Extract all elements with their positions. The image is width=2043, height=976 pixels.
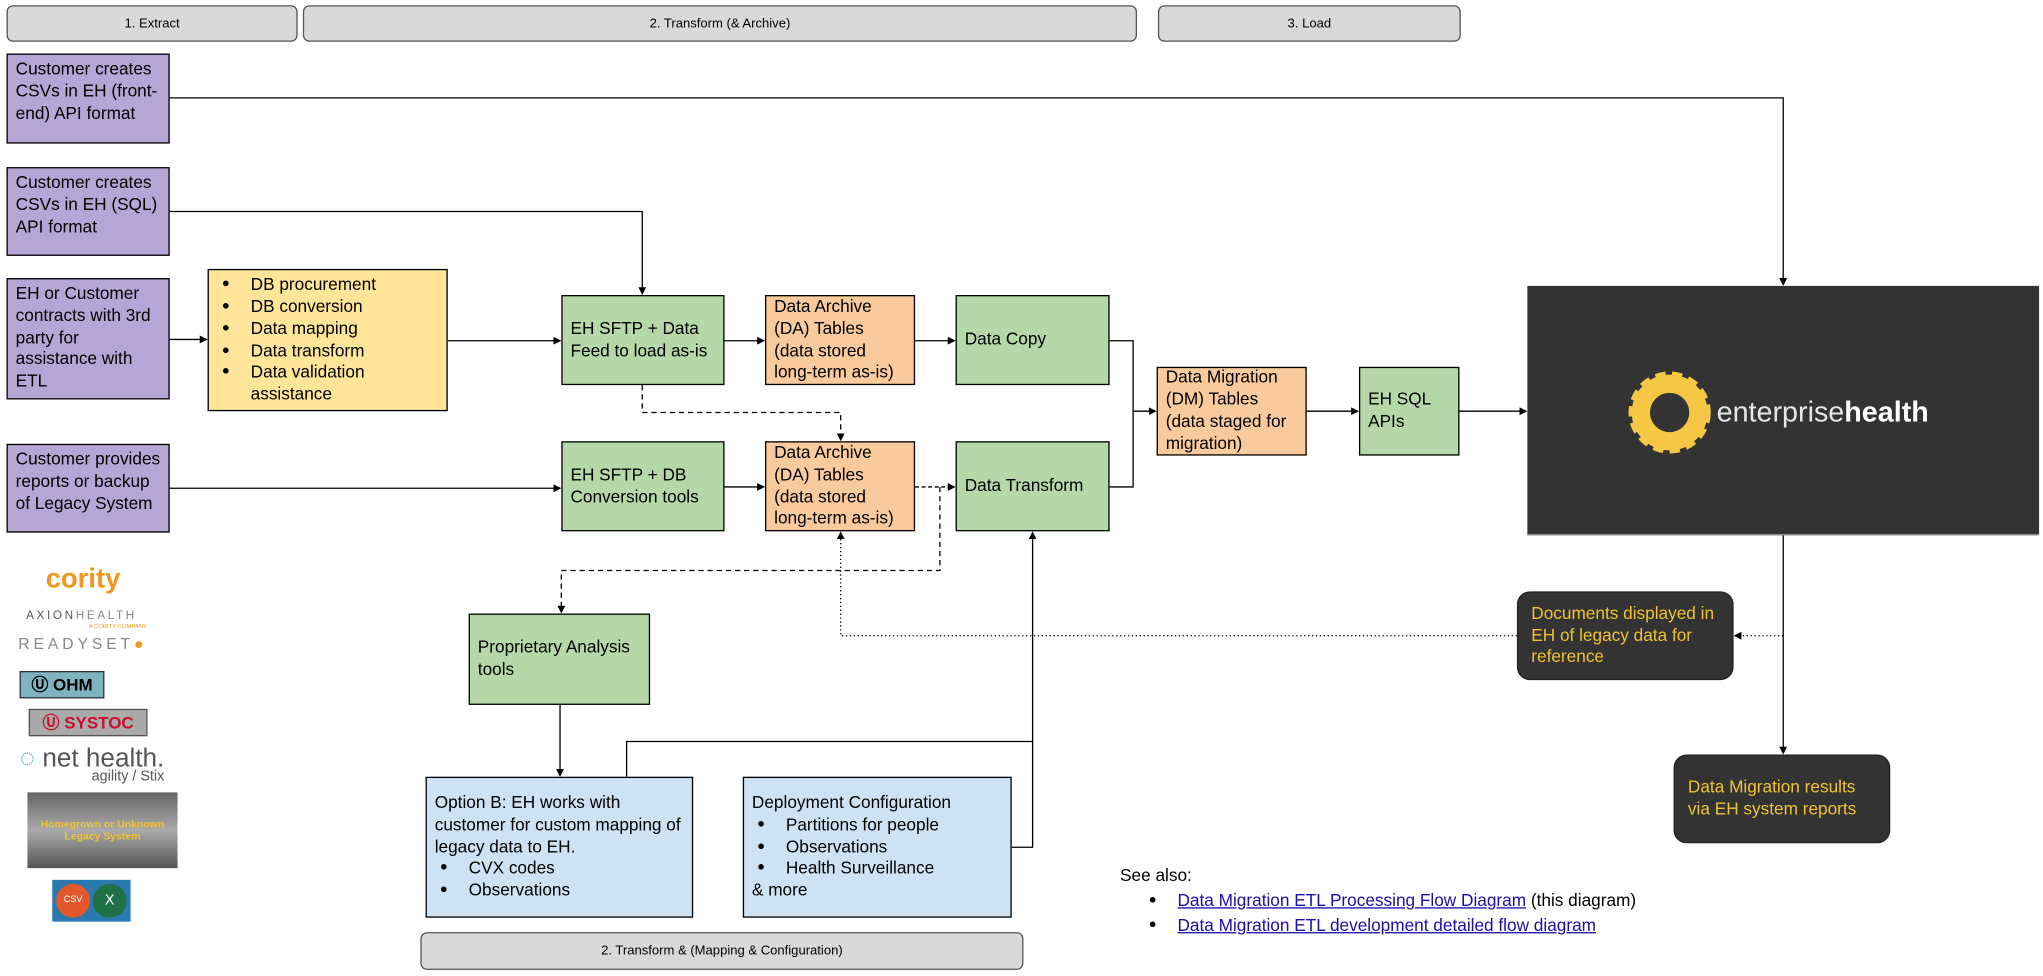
dm-tables: Data Migration (DM) Tables (data staged … (1156, 366, 1307, 456)
deployment-configuration: Deployment Configuration Partitions for … (742, 776, 1012, 918)
ohm-logo: Ⓤ OHM (19, 670, 105, 699)
da-tables-2: Data Archive (DA) Tables (data stored lo… (764, 441, 916, 532)
arrow (1109, 411, 1134, 488)
source-frontend-csv: Customer creates CSVs in EH (front-end) … (6, 53, 170, 144)
da-tables-1: Data Archive (DA) Tables (data stored lo… (764, 295, 916, 386)
enterprise-health-logo-panel: enterprisehealth (1527, 285, 2040, 536)
data-copy: Data Copy (955, 295, 1110, 386)
arrow (641, 385, 845, 442)
phase-transform-mapping: 2. Transform & (Mapping & Configuration) (420, 932, 1024, 970)
source-third-party: EH or Customer contracts with 3rd party … (6, 278, 170, 400)
phase-load: 3. Load (1157, 5, 1461, 42)
axionhealth-logo: AXIONHEALTH (26, 608, 137, 622)
arrow (836, 531, 1517, 637)
sftp-data-feed: EH SFTP + Data Feed to load as-is (561, 295, 725, 386)
cority-logo: cority (45, 563, 121, 594)
sftp-db-conversion: EH SFTP + DB Conversion tools (561, 441, 725, 532)
csv-excel-icon: CSV X (52, 879, 131, 922)
proprietary-analysis-tools: Proprietary Analysis tools (468, 613, 651, 705)
enterprise-health-logo: enterprisehealth (1628, 371, 1929, 454)
third-party-services: DB procurement DB conversion Data mappin… (207, 268, 448, 412)
migration-results: Data Migration results via EH system rep… (1673, 754, 1891, 844)
option-b-mapping: Option B: EH works with customer for cus… (425, 776, 694, 918)
source-legacy-backup: Customer provides reports or backup of L… (6, 443, 170, 533)
arrow (169, 210, 647, 296)
documents-displayed: Documents displayed in EH of legacy data… (1516, 591, 1734, 681)
arrow (169, 97, 1788, 286)
arrow (557, 486, 941, 614)
arrow (1011, 741, 1034, 848)
net-health-logo: ◌ net health.agility / Stix (19, 744, 165, 785)
data-transform: Data Transform (955, 441, 1110, 532)
phase-transform-archive: 2. Transform (& Archive) (302, 5, 1138, 42)
svg-text:enterprisehealth: enterprisehealth (1717, 397, 1929, 429)
see-also-item: Data Migration ETL Processing Flow Diagr… (1149, 888, 1636, 913)
processing-flow-link[interactable]: Data Migration ETL Processing Flow Diagr… (1177, 890, 1527, 910)
development-flow-link[interactable]: Data Migration ETL development detailed … (1177, 915, 1596, 935)
systoc-logo: Ⓤ SYSTOC (28, 708, 148, 737)
axionhealth-tagline: A CORITY COMPANY (88, 622, 147, 630)
readyset-logo: READYSET● (18, 634, 148, 653)
phase-extract: 1. Extract (6, 5, 298, 42)
see-also: See also: Data Migration ETL Processing … (1120, 863, 1636, 938)
see-also-item: Data Migration ETL development detailed … (1149, 912, 1636, 937)
arrow (1109, 340, 1157, 416)
arrow (625, 531, 1037, 777)
source-sql-csv: Customer creates CSVs in EH (SQL) API fo… (6, 167, 170, 256)
eh-sql-apis: EH SQL APIs (1358, 366, 1460, 456)
